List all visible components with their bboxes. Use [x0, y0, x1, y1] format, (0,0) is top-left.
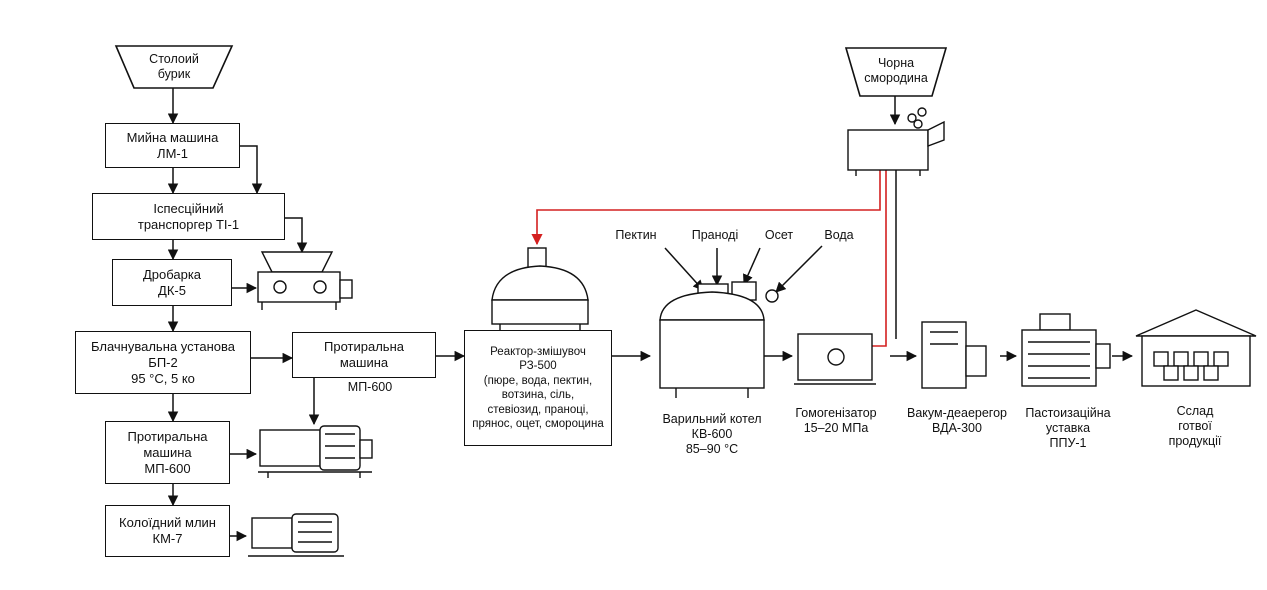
crusher-drawing: [257, 251, 353, 310]
beet-hopper-shape: [114, 45, 234, 89]
deaerator-drawing: [921, 321, 987, 389]
ingredient-spices: Праноді: [691, 228, 739, 242]
ingredient-vinegar: Осет: [764, 228, 794, 242]
pasteurizer-drawing: [1021, 313, 1111, 387]
colloid-mill-drawing: [248, 513, 344, 557]
ingredient-water: Вода: [824, 228, 854, 242]
warehouse-drawing: [1135, 309, 1257, 387]
homogenizer-drawing: [794, 333, 876, 385]
cooker-drawing: [659, 281, 779, 398]
red-feed-lines: [531, 170, 887, 347]
currant-hopper-shape: [844, 47, 948, 97]
reactor-drawing: [491, 247, 589, 332]
ingredient-pectin: Пектин: [615, 228, 657, 242]
currant-tray-drawing: [847, 107, 945, 176]
left-column-arrows: [167, 88, 1134, 542]
wiper-machine-drawing: [258, 425, 373, 478]
wiper-machine-upper-model: МП-600: [347, 380, 393, 394]
